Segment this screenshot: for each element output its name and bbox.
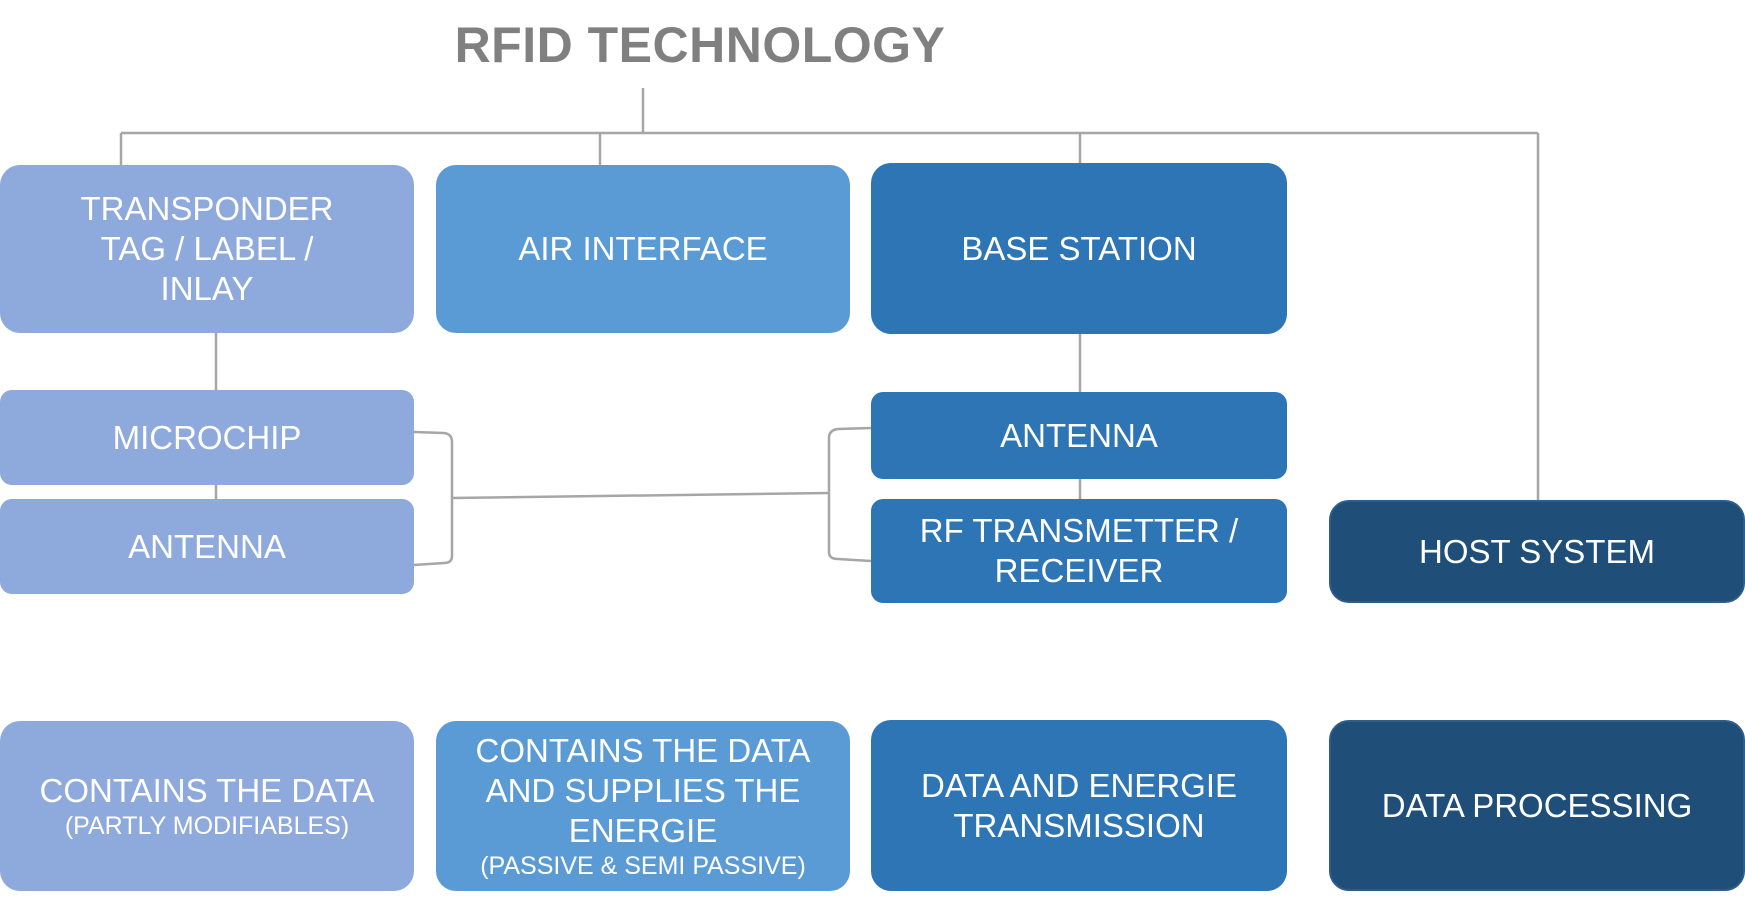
air-interface-description-box: CONTAINS THE DATA AND SUPPLIES THE ENERG…	[436, 721, 850, 891]
transponder-description-note: (PARTLY MODIFIABLES)	[64, 812, 350, 840]
host-system-label: HOST SYSTEM	[1419, 532, 1655, 570]
transponder-description-box: CONTAINS THE DATA (PARTLY MODIFIABLES)	[0, 721, 414, 891]
rf-transceiver-label-line-2: RECEIVER	[994, 552, 1164, 589]
microchip-label: MICROCHIP	[112, 418, 302, 456]
host-system-box: HOST SYSTEM	[1329, 500, 1745, 603]
host-system-description: DATA PROCESSING	[1381, 786, 1693, 824]
air-interface-box: AIR INTERFACE	[436, 165, 850, 333]
transponder-label-line-3: INLAY	[160, 270, 254, 307]
transponder-box: TRANSPONDER TAG / LABEL / INLAY	[0, 165, 414, 333]
air-interface-description-line-1: CONTAINS THE DATA	[475, 732, 811, 769]
base-station-description-box: DATA AND ENERGIE TRANSMISSION	[871, 720, 1287, 891]
base-station-box: BASE STATION	[871, 163, 1287, 334]
transponder-description-main: CONTAINS THE DATA	[39, 772, 375, 809]
base-antenna-box: ANTENNA	[871, 392, 1287, 479]
transponder-label-line-2: TAG / LABEL /	[100, 230, 314, 267]
rf-transceiver-label-line-1: RF TRANSMETTER /	[919, 512, 1239, 549]
rf-transceiver-box: RF TRANSMETTER / RECEIVER	[871, 499, 1287, 603]
base-antenna-label: ANTENNA	[1000, 416, 1158, 454]
base-station-description-line-1: DATA AND ENERGIE	[920, 766, 1237, 804]
air-interface-description-line-3: ENERGIE	[568, 812, 718, 849]
page-title: RFID TECHNOLOGY	[454, 17, 946, 73]
bracket-right	[827, 426, 872, 563]
connector-air-link	[451, 491, 830, 500]
transponder-antenna-box: ANTENNA	[0, 499, 414, 594]
base-station-description-line-2: TRANSMISSION	[953, 806, 1205, 844]
bracket-left	[413, 430, 454, 567]
host-system-description-box: DATA PROCESSING	[1329, 720, 1745, 891]
air-interface-description-line-2: AND SUPPLIES THE	[485, 772, 801, 809]
microchip-box: MICROCHIP	[0, 390, 414, 485]
air-interface-description-note: (PASSIVE & SEMI PASSIVE)	[480, 852, 806, 880]
base-station-label: BASE STATION	[961, 229, 1197, 267]
transponder-antenna-label: ANTENNA	[128, 527, 286, 565]
air-interface-label: AIR INTERFACE	[518, 230, 768, 267]
transponder-label-line-1: TRANSPONDER	[80, 190, 334, 227]
